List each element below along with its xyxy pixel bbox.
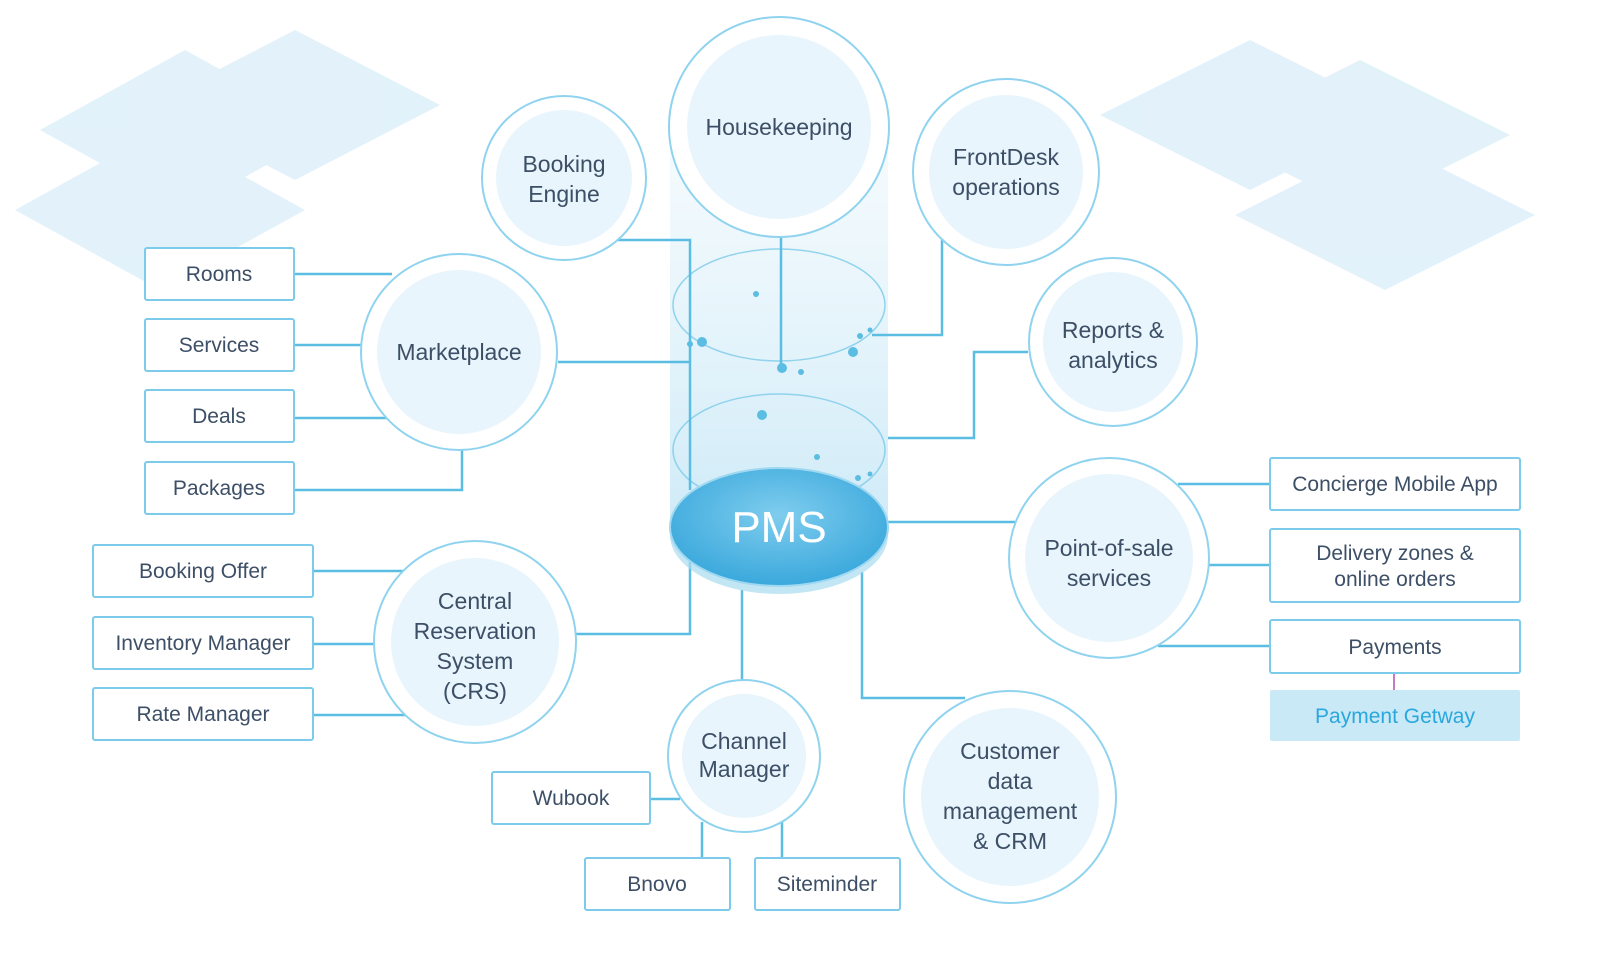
box-packages[interactable]: Packages bbox=[144, 461, 295, 515]
box-booking-offer[interactable]: Booking Offer bbox=[92, 544, 314, 598]
booking-offer-label: Booking Offer bbox=[139, 560, 267, 583]
box-concierge-app[interactable]: Concierge Mobile App bbox=[1269, 457, 1521, 511]
reports-label: Reports &analytics bbox=[1062, 317, 1164, 373]
rooms-label: Rooms bbox=[186, 263, 253, 286]
deals-label: Deals bbox=[192, 405, 246, 428]
box-rate-manager[interactable]: Rate Manager bbox=[92, 687, 314, 741]
box-rooms[interactable]: Rooms bbox=[144, 247, 295, 301]
box-payments[interactable]: Payments bbox=[1269, 619, 1521, 674]
box-inventory-manager[interactable]: Inventory Manager bbox=[92, 616, 314, 670]
box-bnovo[interactable]: Bnovo bbox=[584, 857, 731, 911]
circle-reports[interactable]: Reports &analytics bbox=[1028, 257, 1198, 427]
packages-label: Packages bbox=[173, 477, 265, 500]
box-delivery-zones[interactable]: Delivery zones &online orders bbox=[1269, 528, 1521, 603]
box-payment-gateway[interactable]: Payment Getway bbox=[1270, 690, 1520, 741]
concierge-app-label: Concierge Mobile App bbox=[1292, 473, 1497, 496]
wubook-label: Wubook bbox=[533, 787, 610, 810]
connector-lines bbox=[294, 237, 1270, 858]
housekeeping-label: Housekeeping bbox=[705, 114, 852, 140]
rate-manager-label: Rate Manager bbox=[136, 703, 269, 726]
services-label: Services bbox=[179, 334, 260, 357]
marketplace-label: Marketplace bbox=[396, 339, 521, 365]
pms-label: PMS bbox=[731, 503, 826, 552]
background-decoration-right bbox=[1100, 40, 1535, 290]
box-deals[interactable]: Deals bbox=[144, 389, 295, 443]
background-decoration-left bbox=[15, 30, 440, 290]
circle-marketplace[interactable]: Marketplace bbox=[360, 253, 558, 451]
inventory-manager-label: Inventory Manager bbox=[115, 632, 290, 655]
pms-center[interactable]: PMS bbox=[669, 467, 889, 594]
box-siteminder[interactable]: Siteminder bbox=[754, 857, 901, 911]
payment-gateway-label: Payment Getway bbox=[1315, 705, 1475, 728]
box-services[interactable]: Services bbox=[144, 318, 295, 372]
siteminder-label: Siteminder bbox=[777, 873, 877, 896]
payments-label: Payments bbox=[1348, 636, 1441, 659]
box-wubook[interactable]: Wubook bbox=[491, 771, 651, 825]
circle-housekeeping[interactable]: Housekeeping bbox=[668, 16, 890, 238]
bnovo-label: Bnovo bbox=[627, 873, 687, 896]
delivery-zones-label: Delivery zones &online orders bbox=[1316, 542, 1474, 591]
